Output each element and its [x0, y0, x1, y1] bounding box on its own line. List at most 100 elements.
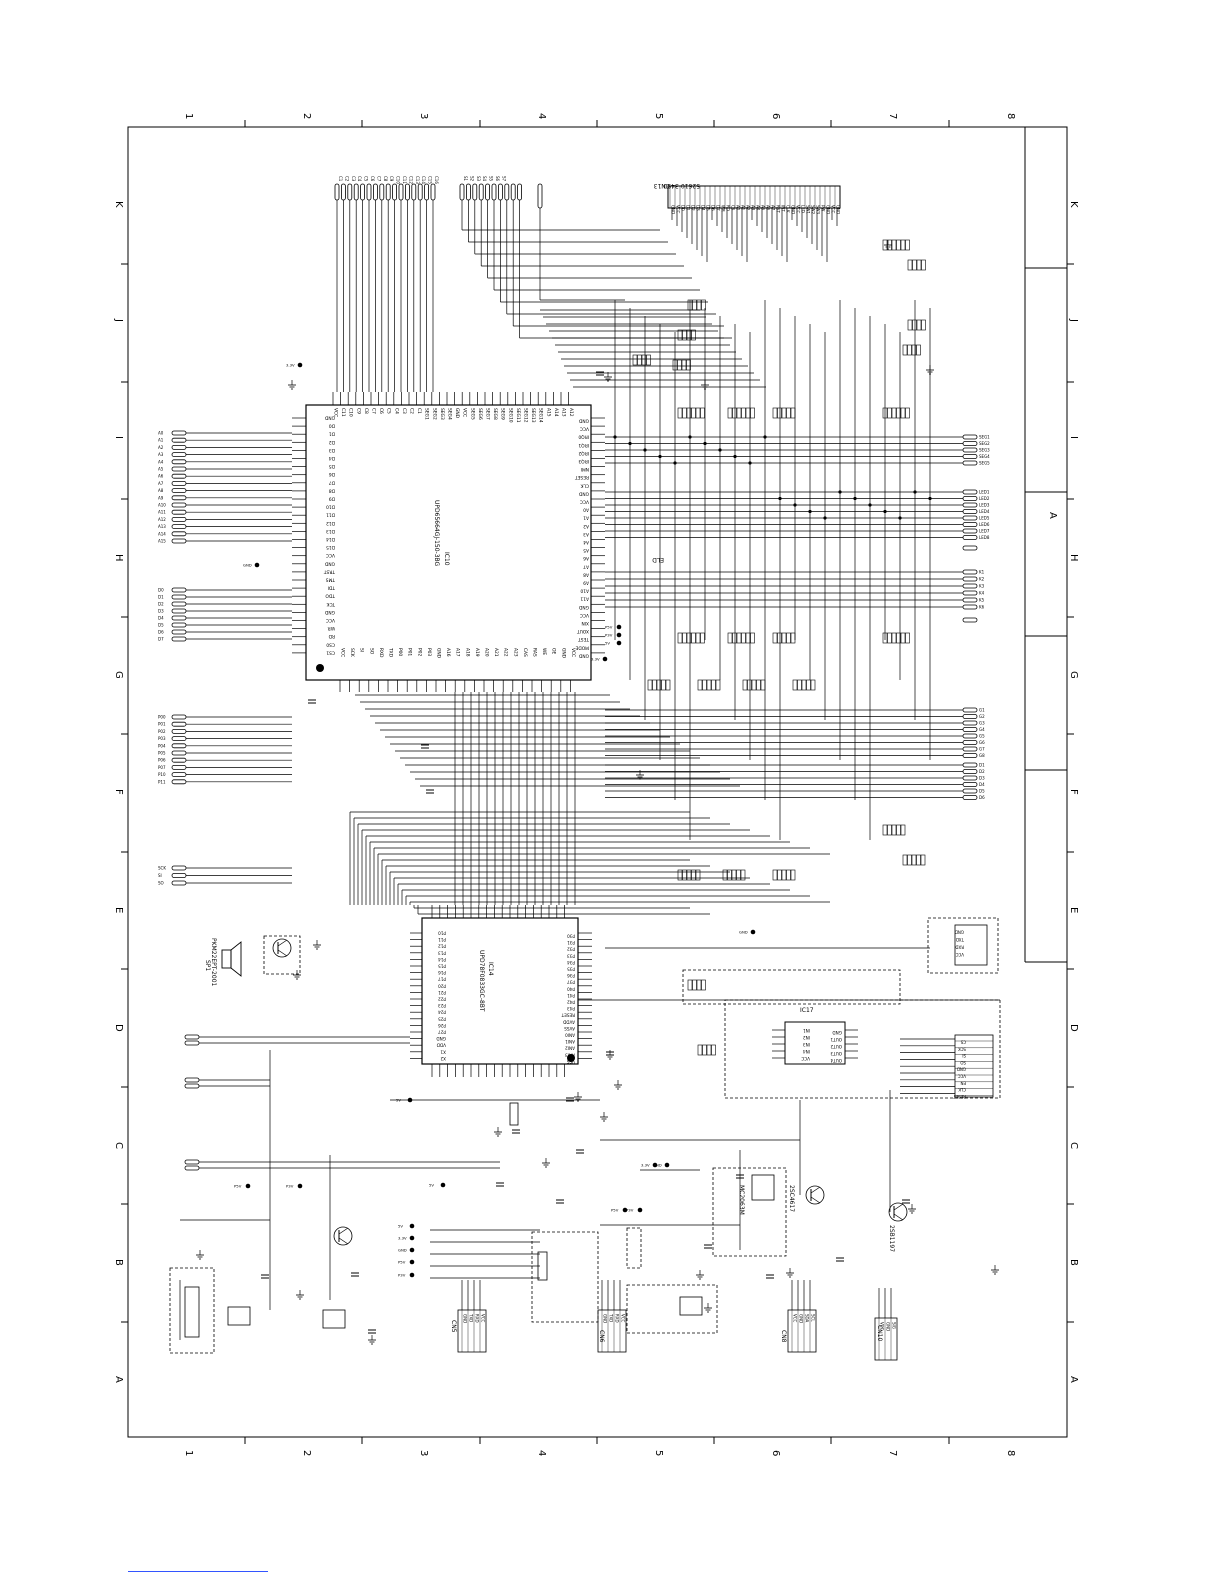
dashed-group — [724, 999, 1001, 1099]
resistor — [882, 407, 888, 419]
title-block: A — [1047, 512, 1058, 519]
junction-dot — [664, 1162, 670, 1168]
connector-cn10-pin: VCC — [880, 1322, 885, 1331]
ic-main-pin-bottom: TXD — [388, 647, 394, 658]
connector-pin — [962, 509, 978, 514]
ic-main-pin-top: SEG12 — [523, 408, 529, 423]
ic-main-pin-left: D15 — [326, 544, 335, 550]
net-label-top-b: S5 — [489, 176, 494, 182]
resistor — [905, 239, 910, 251]
col-label-bottom: 6 — [770, 1450, 781, 1456]
cn13-pin: GND — [671, 205, 676, 214]
ic-small-pin: OUT2 — [830, 1044, 842, 1049]
ic-main-pin-right: A2 — [583, 523, 589, 529]
connector-pin — [962, 502, 978, 508]
ic-main-pin-left: CS0 — [326, 641, 335, 647]
connector-pin — [417, 183, 423, 201]
ic-sub-pin-right: ANI0 — [565, 1033, 575, 1038]
connector-right-d — [954, 1034, 994, 1098]
junction-dot — [613, 435, 617, 439]
connector-pin — [171, 444, 187, 450]
resistor — [687, 979, 693, 991]
ic-main-pin-left: D0 — [329, 423, 335, 429]
crystal — [509, 1102, 519, 1126]
resistor — [715, 679, 721, 691]
connector-pin — [962, 454, 978, 459]
ic-main-pin-bottom: A20 — [484, 648, 490, 657]
connector-pin — [353, 183, 359, 201]
connector-pin — [171, 480, 187, 486]
resistor — [646, 354, 651, 366]
junction-dot — [440, 1182, 446, 1188]
resistor — [750, 632, 755, 644]
junction-dot — [673, 461, 677, 465]
resistor — [681, 359, 687, 371]
ic-main-pin-top: C1 — [416, 408, 422, 414]
connector-pin — [171, 437, 187, 443]
ic-main-pin-right: A11 — [580, 596, 589, 602]
ic-sub-pin-right: ANI1 — [565, 1039, 575, 1044]
junction-dot — [733, 454, 737, 459]
cn13-pin: WR — [721, 205, 726, 212]
ic-sub-pin-right: P32 — [567, 947, 575, 952]
ic-main-pin-right: CLK — [580, 482, 589, 488]
q-part-2: 2SB1197 — [888, 1225, 895, 1252]
net-label-left-a: A13 — [158, 524, 166, 529]
connector-pin — [537, 183, 543, 209]
resistor — [727, 407, 733, 419]
ic-main-pin-top: A12 — [568, 408, 574, 417]
regulator — [227, 1306, 251, 1326]
col-label-bottom: 4 — [536, 1450, 547, 1456]
connector-right-d-pin: SCK — [958, 1046, 966, 1051]
cn13-pin: D3 — [696, 205, 701, 211]
connector-pin — [962, 489, 978, 495]
resistor — [711, 679, 716, 691]
connector-pin — [171, 622, 187, 628]
resistor — [742, 679, 748, 691]
ic-sub-pin-right: P40 — [567, 986, 575, 991]
ic-main-pin-bottom: A22 — [503, 648, 509, 657]
connector-pin — [171, 779, 187, 785]
drawing-frame — [121, 120, 1074, 1444]
power-net-label: P5V — [234, 1184, 242, 1189]
resistor — [882, 824, 888, 836]
junction-dot — [913, 490, 917, 494]
resistor — [786, 632, 791, 644]
net-label-left-a: A3 — [158, 452, 164, 457]
ic-main-pin-right: VCC — [580, 499, 589, 505]
ic-main-pin-right: RESET — [575, 474, 589, 480]
ic-main-pin-right: A4 — [583, 539, 589, 545]
ic-main-pin-top: SEG14 — [538, 408, 544, 423]
net-label-left-a: A7 — [158, 481, 164, 486]
ic-small-pin: IN4 — [803, 1049, 810, 1054]
net-label-left-b: D7 — [158, 637, 164, 642]
connector-pin — [962, 753, 978, 758]
ic-main-pin-bottom: RAS — [532, 648, 538, 657]
ic-main-pin-left: TDO — [325, 593, 336, 599]
net-label-left-a: A4 — [158, 459, 164, 464]
ic-main-pin-right: GND — [578, 652, 589, 658]
resistor — [887, 824, 892, 836]
connector-cn8-pin: VCC — [793, 1314, 798, 1323]
row-label-right: H — [1068, 554, 1079, 562]
ic-main-pin-left: D4 — [329, 455, 335, 461]
net-label-left-b: D4 — [158, 616, 164, 621]
ic-main-pin-bottom: SI — [359, 648, 365, 652]
junction-dot — [688, 435, 692, 439]
connector-cn8 — [787, 1309, 817, 1353]
resistor — [810, 679, 816, 691]
power-net-label: P3V — [286, 1184, 294, 1189]
net-label-left-c: P01 — [158, 722, 166, 727]
ic-sub-pin-left: P16 — [438, 970, 446, 975]
ic-sub-pin-left: P11 — [438, 937, 446, 942]
net-label-right-b: LED5 — [979, 516, 990, 521]
connector-pin — [184, 1165, 200, 1171]
resistor — [701, 299, 706, 311]
net-label-right-e: D4 — [979, 782, 985, 787]
ic-sub-pin-left: X1 — [440, 1049, 446, 1054]
resistor — [701, 979, 706, 991]
connector-pin — [962, 522, 978, 527]
ic-small-pin: VCC — [801, 1056, 810, 1061]
net-label-left-a: A8 — [158, 488, 164, 493]
row-label-right: I — [1068, 436, 1079, 439]
